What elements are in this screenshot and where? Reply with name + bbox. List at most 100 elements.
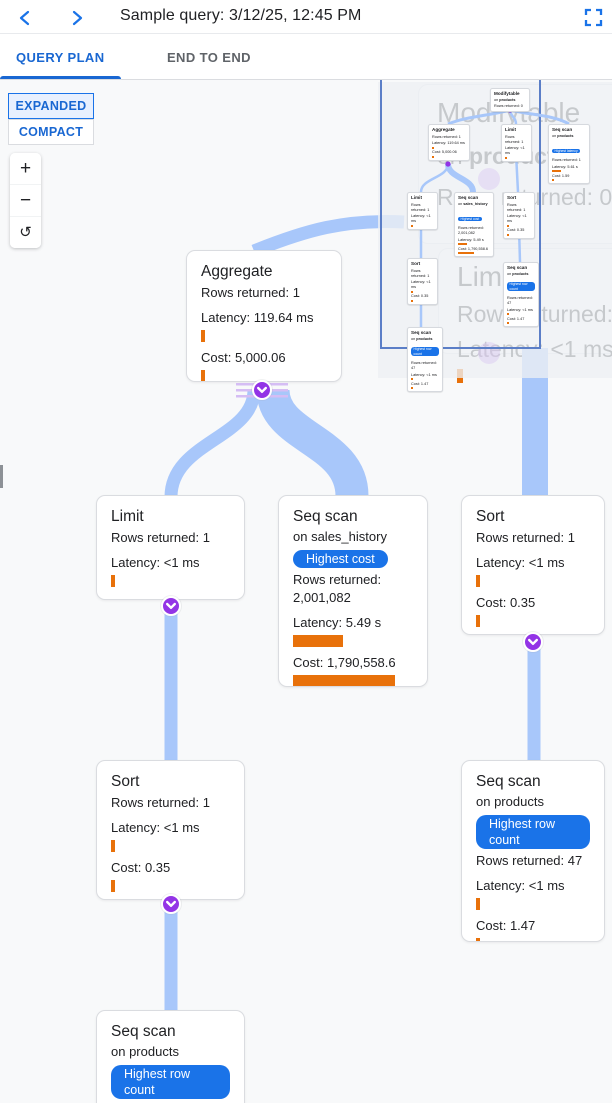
- node-metric: Latency: 119.64 ms: [201, 310, 314, 325]
- metric-bar: [411, 224, 413, 227]
- fullscreen-button[interactable]: [584, 8, 604, 28]
- reset-view-button[interactable]: ↺: [10, 217, 41, 248]
- node-metric: Latency: 119.64 ms: [432, 141, 465, 146]
- node-metric: Rows returned: 1: [552, 158, 581, 163]
- chevron-down-icon: [166, 602, 176, 609]
- expanded-button[interactable]: EXPANDED: [8, 93, 94, 119]
- tab-end-to-end[interactable]: END TO END: [166, 50, 251, 65]
- minimap-viewport[interactable]: [380, 80, 541, 349]
- metric-bar: [293, 675, 395, 686]
- node-metric: Rows returned: 2,001,082: [458, 226, 484, 236]
- node-metric: Latency: 5.61 s: [552, 164, 578, 169]
- metric-bar: [507, 233, 509, 236]
- node-metric: Latency: <1 ms: [507, 307, 533, 312]
- compact-button[interactable]: COMPACT: [8, 119, 94, 145]
- metric-bar: [458, 252, 474, 255]
- zoom-in-button[interactable]: +: [10, 153, 41, 184]
- node-metric: Latency: <1 ms: [476, 555, 565, 570]
- zoom-controls: + − ↺: [10, 153, 41, 248]
- node-metric: Cost: 0.35: [411, 294, 429, 299]
- zoom-out-button[interactable]: −: [10, 185, 41, 216]
- metric-bar: [505, 156, 507, 159]
- metric-bar: [201, 370, 205, 381]
- node-metric: Rows returned: 0: [494, 104, 523, 109]
- chevron-right-icon: [66, 10, 86, 32]
- fullscreen-corners-icon: [584, 8, 603, 31]
- collapse-node-button[interactable]: [161, 894, 181, 914]
- next-query-button[interactable]: [66, 8, 86, 28]
- node-table: on products: [111, 1044, 179, 1059]
- node-title: Limit: [505, 127, 516, 132]
- metric-bar: [111, 575, 115, 587]
- collapse-node-button[interactable]: [161, 596, 181, 616]
- node-metric: Latency: <1 ms: [111, 820, 200, 835]
- node-title: Seq scan: [507, 265, 528, 270]
- node-title: Seq scan: [552, 127, 573, 132]
- node-title: Aggregate: [432, 127, 455, 132]
- previous-query-button[interactable]: [16, 8, 36, 28]
- node-metric: Cost: 1,790,558.6: [293, 655, 396, 670]
- node-metric: Latency: <1 ms: [505, 146, 525, 156]
- metric-bar: [507, 224, 509, 227]
- chevron-left-icon: [16, 10, 36, 32]
- node-metric: Latency: <1 ms: [411, 214, 431, 224]
- node-title: Sort: [507, 195, 517, 200]
- node-metric: Rows returned: 47: [476, 853, 583, 868]
- node-title: Limit: [111, 508, 144, 525]
- node-table: on products: [507, 271, 529, 276]
- plan-canvas[interactable]: Modifytable on products Rows returned: 0…: [0, 80, 612, 1103]
- metric-bar: [111, 840, 115, 852]
- metric-bar: [507, 322, 509, 325]
- metric-bar: [411, 387, 413, 390]
- highlight-badge: Highest row count: [111, 1065, 230, 1099]
- node-metric: Rows returned: 1: [411, 268, 430, 278]
- collapse-node-button[interactable]: [252, 380, 272, 400]
- metric-bar: [293, 635, 343, 647]
- link-aggregate-to-seqscan: [256, 388, 369, 498]
- mini-flow-link: [445, 163, 476, 193]
- metric-bar: [432, 146, 434, 149]
- mini-flow-link: [447, 108, 511, 126]
- node-metric: Rows returned: 1: [411, 202, 430, 212]
- node-metric: Latency: <1 ms: [476, 878, 565, 893]
- node-title: Sort: [411, 261, 421, 266]
- metric-bar: [111, 880, 115, 892]
- node-metric: Rows returned: 2,001,082: [293, 572, 382, 605]
- node-title: Seq scan: [411, 330, 432, 335]
- node-metric: Rows returned: 47: [411, 361, 437, 371]
- resize-handle[interactable]: [0, 465, 3, 488]
- metric-bar: [552, 170, 561, 173]
- node-metric: Rows returned: 1: [432, 134, 461, 139]
- node-metric: Cost: 1.47: [411, 381, 429, 386]
- node-metric: Latency: <1 ms: [411, 280, 431, 290]
- metric-bar: [476, 615, 480, 627]
- node-metric: Rows returned: 47: [507, 296, 533, 306]
- node-metric: Rows returned: 1: [111, 795, 210, 810]
- metric-bar: [201, 330, 205, 342]
- collapse-node-button[interactable]: [523, 632, 543, 652]
- metric-bar: [552, 179, 554, 182]
- metric-bar: [411, 378, 413, 381]
- node-metric: Cost: 5,000.06: [201, 350, 286, 365]
- tab-query-plan[interactable]: QUERY PLAN: [0, 34, 121, 79]
- metric-bar: [476, 575, 480, 587]
- tab-bar: QUERY PLAN END TO END: [0, 34, 612, 80]
- metric-bar: [476, 938, 480, 941]
- chevron-down-icon: [257, 386, 267, 393]
- node-title: Sort: [111, 773, 140, 790]
